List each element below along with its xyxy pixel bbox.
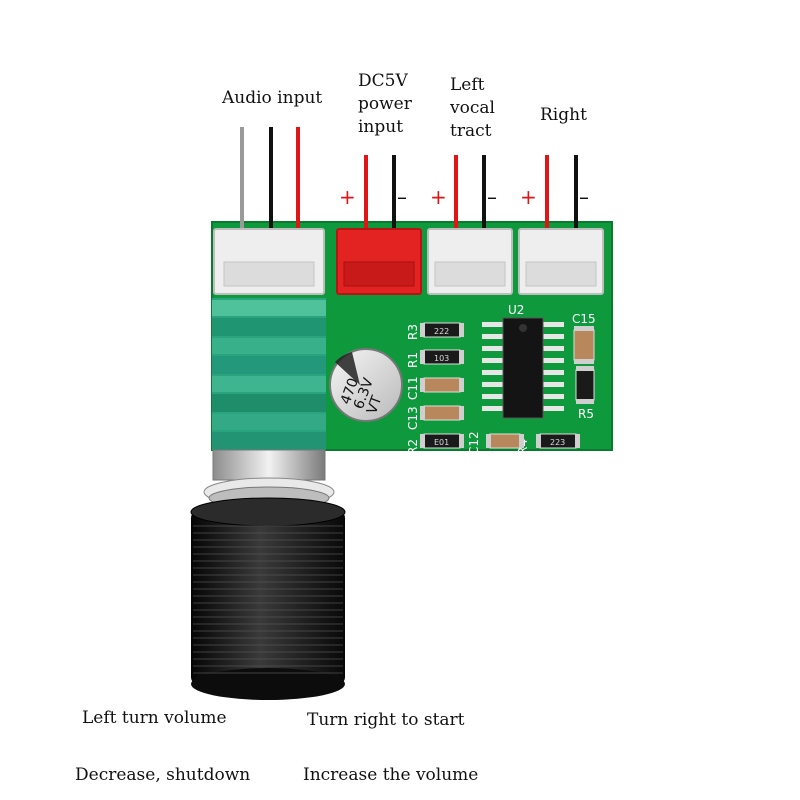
- designator-c13: C13: [406, 406, 420, 430]
- power-input-label: DC5V power input: [358, 70, 412, 139]
- audio-input-connector: [213, 228, 325, 295]
- caption-decrease-shutdown: Decrease, shutdown: [75, 765, 251, 785]
- power-input-label-line-1: DC5V: [358, 71, 408, 91]
- left-plus-sign: +: [430, 185, 447, 209]
- amplifier-ic-chip: [482, 317, 564, 419]
- smd-capacitor-c15: [573, 326, 595, 364]
- left-channel-label-line-3: tract: [450, 121, 492, 141]
- smd-resistor-r3: 222: [420, 322, 464, 338]
- knob-grip-ridges: [193, 525, 343, 674]
- ic-pin: [482, 322, 504, 327]
- designator-c15: C15: [572, 312, 596, 326]
- smd-resistor-r4: 223: [536, 433, 580, 449]
- designator-c11: C11: [406, 376, 420, 400]
- right-channel-connector: [518, 228, 604, 295]
- designator-r5: R5: [578, 407, 594, 421]
- right-plus-sign: +: [520, 185, 537, 209]
- smd-capacitor-c13: [420, 405, 464, 421]
- smd-capacitor-c11: [420, 377, 464, 393]
- smd-code-r3: 222: [434, 327, 449, 336]
- power-input-connector: [336, 228, 422, 295]
- designator-r1: R1: [406, 352, 420, 368]
- ic-pin: [542, 334, 564, 339]
- capacitor-series: VT: [364, 393, 385, 416]
- smd-code-r2: E01: [434, 438, 449, 447]
- ic-pin: [482, 358, 504, 363]
- smd-resistor-r1: 103: [420, 349, 464, 365]
- right-minus-sign: –: [579, 185, 589, 209]
- ic-pin: [482, 346, 504, 351]
- left-channel-label: Left vocal tract: [450, 74, 495, 143]
- caption-turn-right: Turn right to start: [307, 710, 465, 730]
- left-channel-label-line-2: vocal: [450, 98, 495, 118]
- ic-pin: [542, 346, 564, 351]
- left-minus-sign: –: [487, 185, 497, 209]
- volume-knob[interactable]: [190, 497, 346, 700]
- caption-left-turn: Left turn volume: [82, 708, 227, 728]
- designator-c12: C12: [467, 431, 481, 455]
- ic-pin: [542, 370, 564, 375]
- ic-pin: [542, 394, 564, 399]
- smd-code-r4: 223: [550, 438, 565, 447]
- audio-input-label: Audio input: [222, 88, 323, 108]
- smd-code-r1: 103: [434, 354, 449, 363]
- smd-capacitor-c12: [486, 433, 524, 449]
- ic-pin: [482, 382, 504, 387]
- ic-pins: [482, 322, 564, 411]
- designator-r3: R3: [406, 324, 420, 340]
- power-input-label-line-3: input: [358, 117, 404, 137]
- left-channel-connector: [427, 228, 513, 295]
- smd-resistor-r2: E01: [420, 433, 464, 449]
- potentiometer-body: [212, 298, 326, 450]
- right-channel-label: Right: [540, 105, 587, 125]
- electrolytic-capacitor: 470 6.3V VT: [329, 348, 403, 422]
- ic-pin: [482, 334, 504, 339]
- power-plus-sign: +: [339, 185, 356, 209]
- left-channel-label-line-1: Left: [450, 75, 485, 95]
- ic-pin: [482, 394, 504, 399]
- power-minus-sign: –: [397, 185, 407, 209]
- ic-pin: [482, 370, 504, 375]
- ic-pin: [542, 382, 564, 387]
- power-input-label-line-2: power: [358, 94, 412, 114]
- ic-pin: [542, 322, 564, 327]
- smd-resistor-r5: [575, 366, 595, 404]
- ic-pin: [542, 358, 564, 363]
- ic-pin: [482, 406, 504, 411]
- caption-increase-volume: Increase the volume: [303, 765, 479, 785]
- ic-pin: [542, 406, 564, 411]
- designator-r2: R2: [406, 439, 420, 455]
- chip-label: U2: [508, 303, 524, 317]
